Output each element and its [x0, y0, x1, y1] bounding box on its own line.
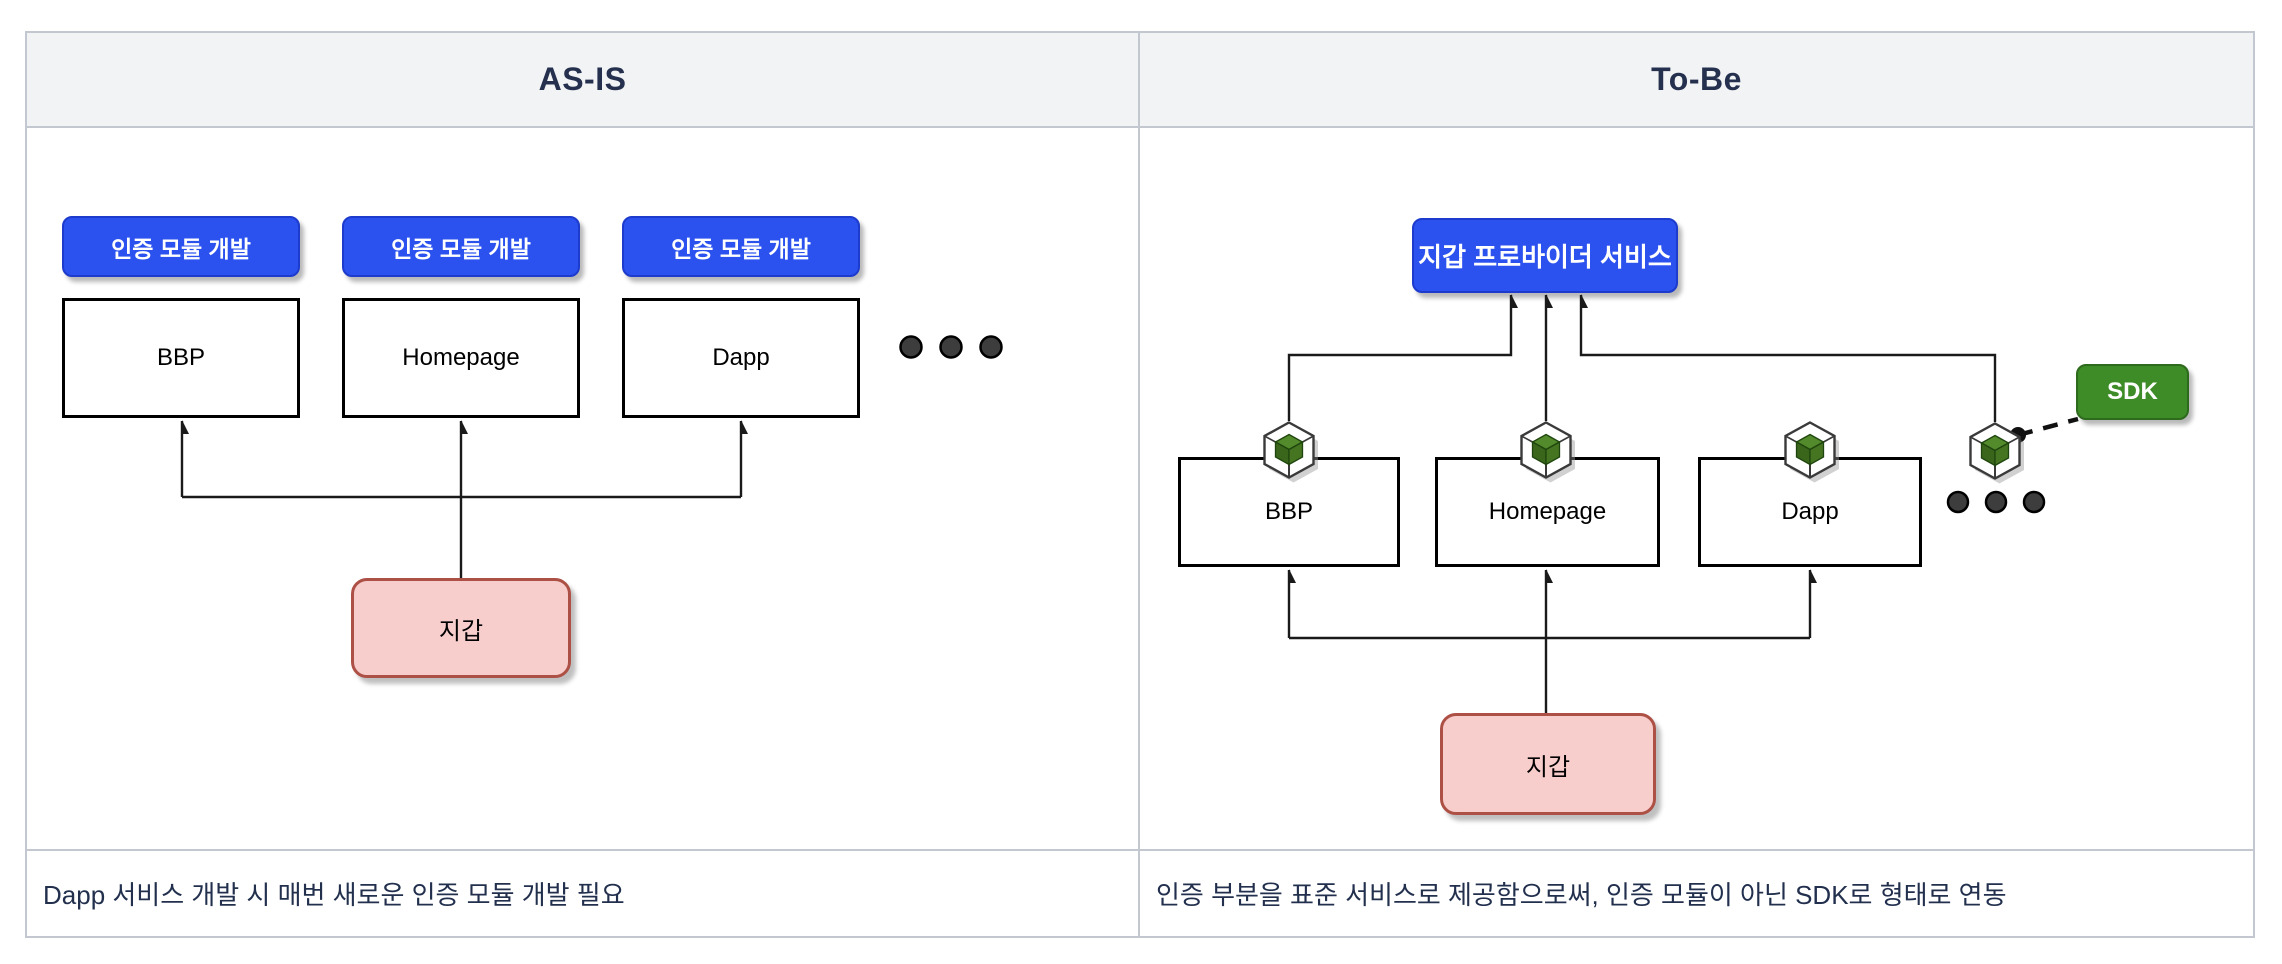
column-divider: [1138, 33, 1140, 936]
sdk-label: SDK: [2107, 378, 2158, 405]
bbp-label: BBP: [156, 344, 206, 371]
bbp-label-tobe: BBP: [1264, 498, 1314, 525]
bbp-to-provider-arrow: [1287, 295, 1511, 421]
auth-module-label-2: 인증 모듈 개발: [391, 235, 531, 262]
header-as-is-label: AS-IS: [538, 61, 627, 97]
wallet-label-tobe: 지갑: [1525, 753, 1571, 781]
as-is-caption-text: Dapp 서비스 개발 시 매번 새로운 인증 모듈 개발 필요: [43, 880, 625, 910]
wallet-label: 지갑: [438, 617, 484, 645]
auth-module-node-3: 인증 모듈 개발: [622, 216, 860, 277]
wallet-provider-service-node: 지갑 프로바이더 서비스: [1412, 218, 1678, 293]
to-be-diagram: 지갑 프로바이더 서비스 BBP Homepage Dapp 지갑 SDK: [1140, 130, 2253, 849]
dapp-label: Dapp: [712, 344, 770, 371]
header-to-be: To-Be: [1140, 33, 2253, 128]
homepage-node-tobe: Homepage: [1435, 457, 1660, 567]
module-to-provider-arrow: [1579, 295, 1997, 422]
bbp-node-tobe: BBP: [1178, 457, 1400, 567]
as-is-diagram: 인증 모듈 개발 인증 모듈 개발 인증 모듈 개발 BBP Homepage …: [27, 130, 1138, 849]
homepage-node: Homepage: [342, 298, 580, 418]
homepage-label: Homepage: [402, 344, 520, 371]
homepage-label-tobe: Homepage: [1488, 498, 1607, 525]
header-as-is: AS-IS: [27, 33, 1138, 128]
sdk-node: SDK: [2076, 364, 2189, 420]
auth-module-label-3: 인증 모듈 개발: [671, 235, 811, 262]
wallet-node-tobe: 지갑: [1440, 713, 1656, 815]
wallet-provider-service-label: 지갑 프로바이더 서비스: [1418, 242, 1672, 272]
sdk-dashed-link: [2017, 416, 2079, 438]
dapp-node-tobe: Dapp: [1698, 457, 1922, 567]
dapp-label-tobe: Dapp: [1781, 498, 1839, 525]
auth-module-node-1: 인증 모듈 개발: [62, 216, 300, 277]
ellipsis-dots-tobe: [1946, 490, 2046, 514]
comparison-table: AS-IS To-Be 인증 모듈 개발 인증 모듈 개발 인증 모듈 개발 B…: [25, 31, 2255, 938]
as-is-caption: Dapp 서비스 개발 시 매번 새로운 인증 모듈 개발 필요: [27, 849, 1138, 936]
wallet-node: 지갑: [351, 578, 571, 678]
bbp-node: BBP: [62, 298, 300, 418]
dapp-node: Dapp: [622, 298, 860, 418]
auth-module-node-2: 인증 모듈 개발: [342, 216, 580, 277]
ellipsis-dots: [899, 335, 1003, 359]
to-be-caption-text: 인증 부분을 표준 서비스로 제공함으로써, 인증 모듈이 아닌 SDK로 형태…: [1156, 880, 2007, 910]
package-icon-extra: [1969, 422, 2026, 485]
header-to-be-label: To-Be: [1651, 61, 1742, 97]
to-be-caption: 인증 부분을 표준 서비스로 제공함으로써, 인증 모듈이 아닌 SDK로 형태…: [1140, 849, 2253, 936]
auth-module-label-1: 인증 모듈 개발: [111, 235, 251, 262]
sdk-link-endpoint-dot: [2010, 427, 2026, 443]
